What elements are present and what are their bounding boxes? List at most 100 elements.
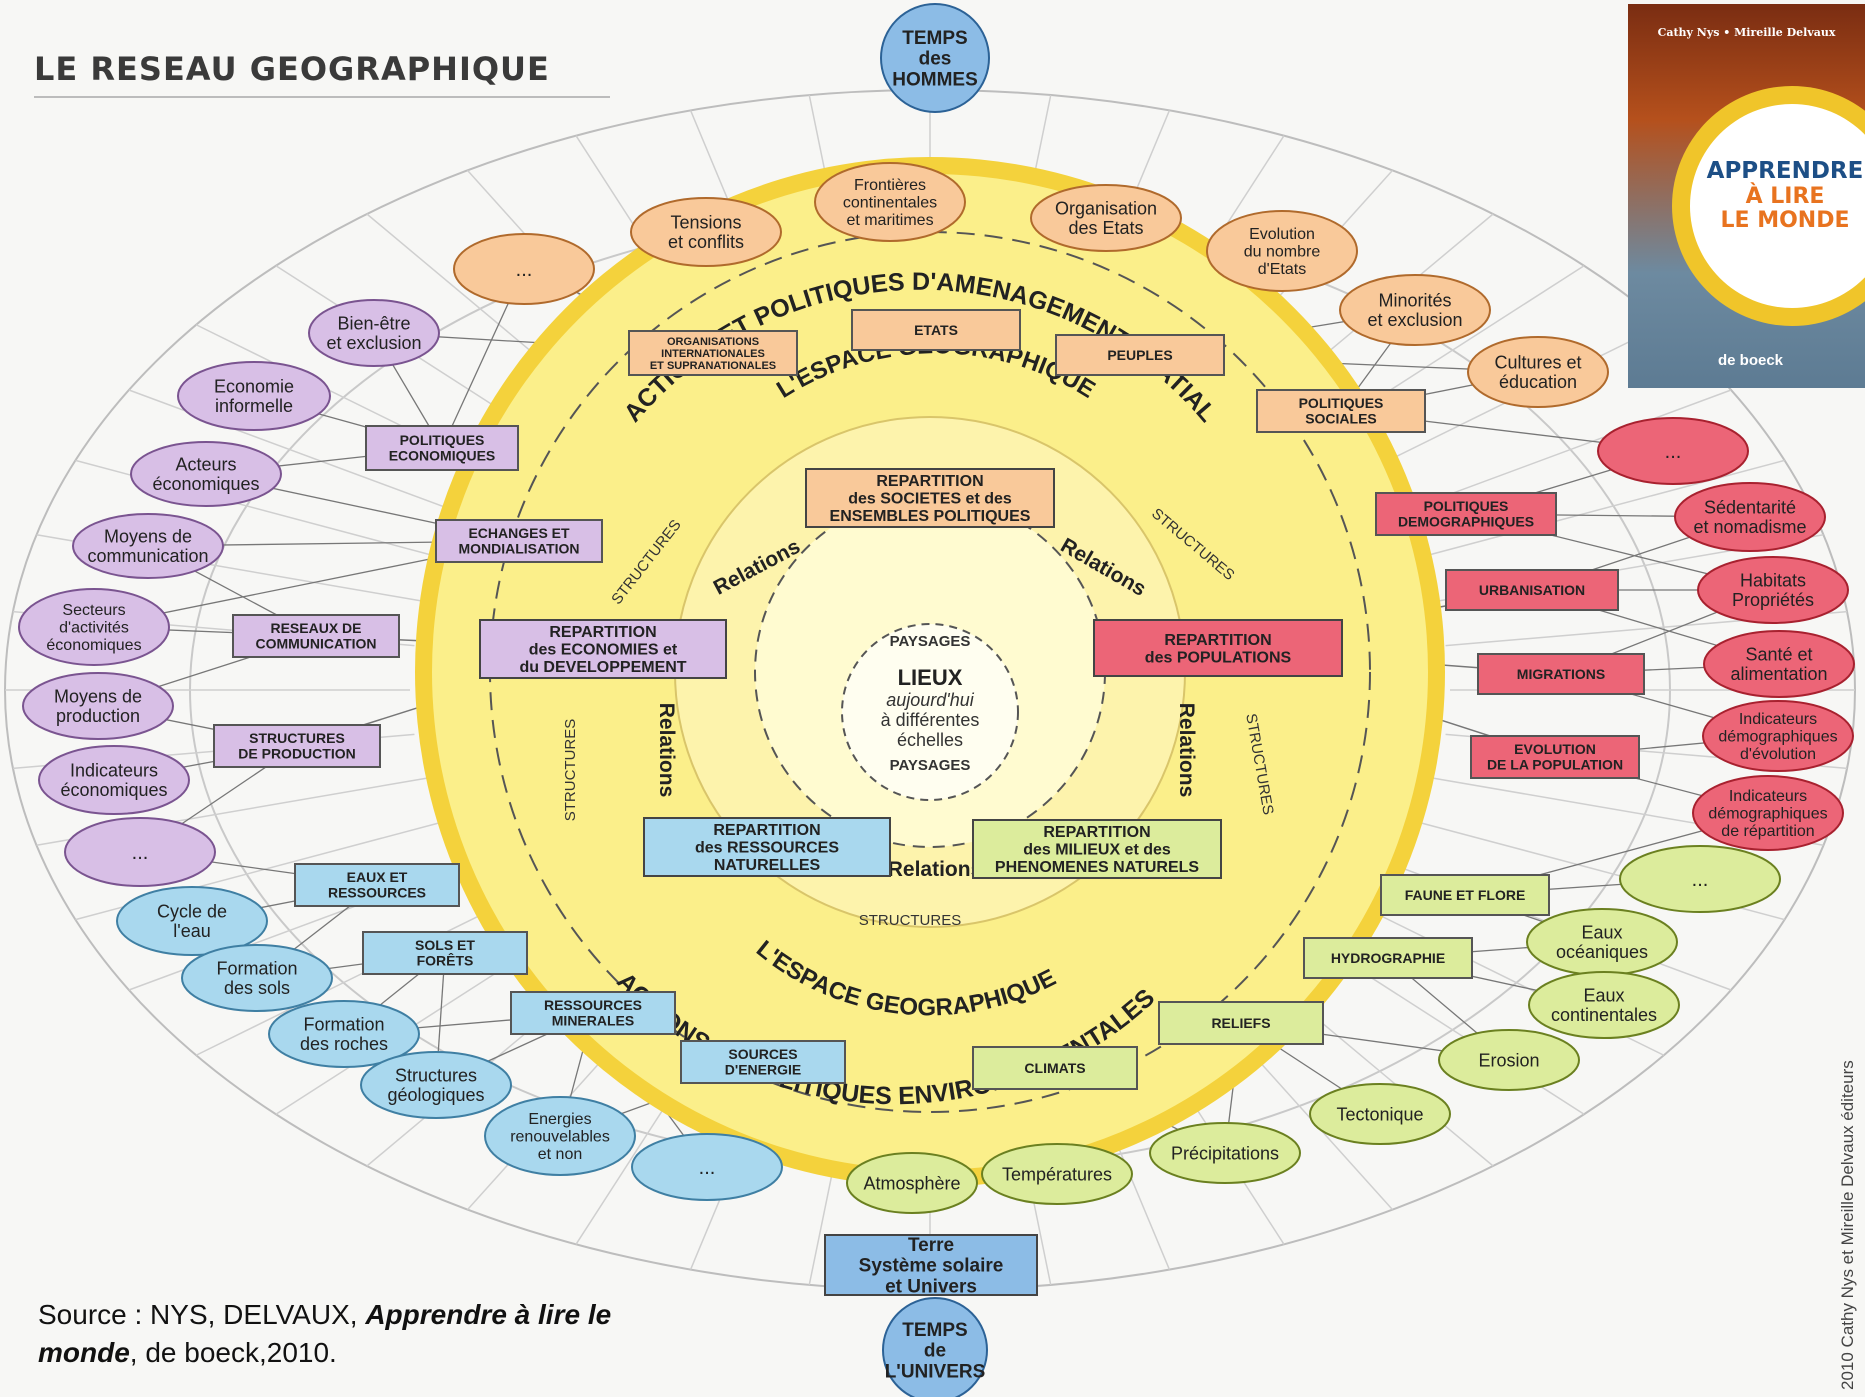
erosion-node bbox=[1438, 1029, 1580, 1091]
node-label: de répartition bbox=[1721, 823, 1814, 840]
node-label: PEUPLES bbox=[1107, 347, 1172, 363]
bien-etre-et-exclusion-node bbox=[308, 299, 440, 367]
temps-de-l-univers-node bbox=[882, 1297, 988, 1397]
node-label: HYDROGRAPHIE bbox=[1331, 950, 1445, 966]
node-label: Atmosphère bbox=[863, 1173, 960, 1193]
node-label: TEMPS bbox=[902, 1320, 967, 1341]
node-label: Erosion bbox=[1478, 1050, 1539, 1070]
node-label: Indicateurs bbox=[1729, 788, 1807, 805]
relations-label-bottom: Relations bbox=[888, 858, 983, 881]
formation-des-roches-node bbox=[268, 1000, 420, 1068]
node-label: Système solaire bbox=[859, 1256, 1004, 1277]
source-suffix: , de boeck,2010. bbox=[129, 1337, 337, 1368]
cover-publisher: de boeck bbox=[1718, 352, 1784, 369]
node-label: production bbox=[56, 706, 140, 726]
node-label: ECONOMIQUES bbox=[389, 448, 496, 464]
node-label: et conflits bbox=[668, 232, 744, 252]
node-label: RESSOURCES bbox=[328, 885, 426, 901]
node-label: Structures bbox=[395, 1065, 477, 1085]
tensions-et-conflits-node bbox=[630, 197, 782, 267]
node-label: Moyens de bbox=[54, 686, 142, 706]
organisation-des-etats-node bbox=[1030, 184, 1182, 252]
node-label: Précipitations bbox=[1171, 1143, 1279, 1163]
structures-label-left: STRUCTURES bbox=[562, 719, 579, 822]
box-sols bbox=[362, 931, 528, 975]
node-label: URBANISATION bbox=[1479, 582, 1585, 598]
node-label: Sédentarité bbox=[1704, 497, 1796, 517]
box-urban bbox=[1445, 569, 1619, 611]
book-cover-image: Cathy Nys • Mireille Delvaux APPRENDRE À… bbox=[1628, 4, 1865, 388]
temperatures-node bbox=[981, 1143, 1133, 1205]
node-label: MONDIALISATION bbox=[458, 541, 579, 557]
node-label: POLITIQUES bbox=[1299, 395, 1384, 411]
node-label: NATURELLES bbox=[714, 857, 821, 874]
lieux-line4: échelles bbox=[897, 730, 963, 750]
cover-authors: Cathy Nys • Mireille Delvaux bbox=[1657, 26, 1836, 39]
node-label: CLIMATS bbox=[1024, 1060, 1085, 1076]
node-label: des MILIEUX et des bbox=[1023, 842, 1171, 859]
eaux-continentales-node bbox=[1528, 971, 1680, 1039]
node-label: Evolution bbox=[1249, 226, 1315, 243]
node-label: D'ENERGIE bbox=[725, 1062, 801, 1078]
title-rule bbox=[34, 96, 610, 98]
node-label: PHENOMENES NATURELS bbox=[995, 859, 1199, 876]
node-label: économiques bbox=[152, 474, 259, 494]
node-label: SOURCES bbox=[728, 1046, 797, 1062]
node-label: des ECONOMIES et bbox=[529, 642, 678, 659]
earth-system-box bbox=[824, 1234, 1038, 1296]
node-label: REPARTITION bbox=[1043, 824, 1150, 841]
tectonique-node bbox=[1309, 1083, 1451, 1145]
node-label: Eaux bbox=[1581, 922, 1622, 942]
node-label: géologiques bbox=[387, 1085, 484, 1105]
temps-des-hommes-node bbox=[880, 3, 990, 113]
box-eaux bbox=[294, 863, 460, 907]
node-label: des RESSOURCES bbox=[695, 840, 839, 857]
node-label: MIGRATIONS bbox=[1517, 666, 1605, 682]
node-label: l'eau bbox=[173, 921, 210, 941]
secteurs-d-activites-economiques-node bbox=[18, 588, 170, 666]
node-label: REPARTITION bbox=[1164, 632, 1271, 649]
copyright-vertical: 2010 Cathy Nys et Mireille Delvaux édite… bbox=[1838, 1060, 1857, 1390]
node-label: FORÊTS bbox=[417, 952, 474, 969]
node-label: Economie bbox=[214, 376, 294, 396]
node-label: SOCIALES bbox=[1305, 411, 1377, 427]
node-label: ... bbox=[516, 259, 533, 281]
box-reseaux bbox=[232, 614, 400, 658]
repartition-box-mil bbox=[972, 819, 1222, 879]
box-ressmin bbox=[510, 991, 676, 1035]
cover-title-line3: LE MONDE bbox=[1720, 208, 1850, 233]
node-label: informelle bbox=[215, 396, 293, 416]
node-label: Formation bbox=[303, 1014, 384, 1034]
node-label: ... bbox=[699, 1157, 716, 1179]
repartition-box-soc bbox=[805, 468, 1055, 528]
node-label: Santé et bbox=[1745, 644, 1812, 664]
energies-renouvelables-et-non-node bbox=[484, 1096, 636, 1176]
node-label: POLITIQUES bbox=[400, 432, 485, 448]
node-label: Propriétés bbox=[1732, 590, 1814, 610]
structures-label-bottom: STRUCTURES bbox=[859, 912, 962, 929]
formation-des-sols-node bbox=[181, 944, 333, 1012]
cover-title-line1: APPRENDRE bbox=[1706, 158, 1864, 184]
frontieres-continentales-et-maritimes-node bbox=[814, 162, 966, 242]
cover-title-line2: À LIRE bbox=[1745, 184, 1825, 209]
acteurs-economiques-node bbox=[130, 441, 282, 507]
node-label: Terre bbox=[908, 1235, 954, 1256]
structures-geologiques-node bbox=[360, 1051, 512, 1119]
node-label: du DEVELOPPEMENT bbox=[519, 659, 686, 676]
node-label: ETATS bbox=[914, 322, 958, 338]
indicateurs-demographiques-d-evolution-node bbox=[1702, 700, 1854, 772]
node-label: démographiques bbox=[1708, 806, 1827, 823]
repartition-box-pop bbox=[1093, 619, 1343, 677]
moyens-de-production-node bbox=[22, 672, 174, 740]
node-label: EVOLUTION bbox=[1514, 741, 1596, 757]
node-label: ENSEMBLES POLITIQUES bbox=[830, 508, 1031, 525]
node-label: démographiques bbox=[1718, 729, 1837, 746]
sedentarite-et-nomadisme-node bbox=[1674, 482, 1826, 552]
spoke-line bbox=[195, 896, 518, 1056]
relations-label-left: Relations bbox=[655, 703, 678, 798]
evolution-du-nombre-d-etats-node bbox=[1206, 210, 1358, 292]
node-label: renouvelables bbox=[510, 1129, 610, 1146]
node-label: continentales bbox=[1551, 1005, 1657, 1025]
